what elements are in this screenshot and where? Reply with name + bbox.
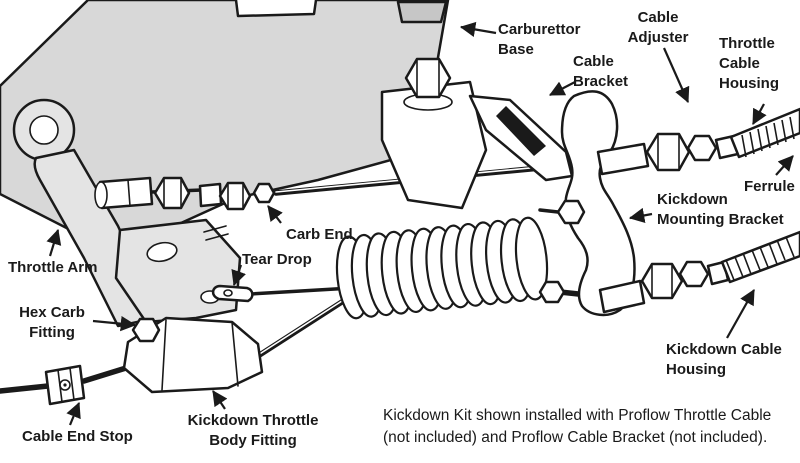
tear-drop-bracket-shape (114, 218, 242, 324)
label-cable-end-stop: Cable End Stop (22, 428, 133, 445)
throttle-cable-housing-shape (729, 107, 800, 159)
label-kickdown-mounting-bracket: Kickdown Mounting Bracket (657, 191, 784, 228)
carb-end-shape (94, 176, 276, 211)
caption: Kickdown Kit shown installed with Proflo… (383, 407, 772, 446)
label-cable-adjuster: Cable Adjuster (627, 9, 689, 46)
label-carb-end: Carb End (286, 226, 353, 243)
kickdown-cable-housing-shape (720, 230, 800, 284)
label-throttle-cable-housing: Throttle Cable Housing (719, 35, 779, 92)
spring-shape (335, 216, 549, 320)
label-ferrule: Ferrule (744, 178, 795, 195)
kickdown-body-fitting-shape (122, 316, 264, 394)
cable-end-stop-shape (0, 364, 129, 406)
tear-drop-shape (211, 284, 354, 303)
label-carburettor-base: Carburettor Base (498, 21, 581, 58)
label-tear-drop: Tear Drop (242, 251, 312, 268)
kickdown-adjuster-shape (598, 260, 730, 314)
label-throttle-arm: Throttle Arm (8, 259, 98, 276)
cable-bracket-shape (380, 57, 574, 210)
callout-arrows (46, 21, 794, 426)
hex-carb-fitting-shape (131, 317, 161, 343)
label-hex-carb-fitting: Hex Carb Fitting (19, 304, 85, 341)
label-kickdown-cable-housing: Kickdown Cable Housing (666, 341, 782, 378)
cable-adjuster-shape (596, 132, 718, 176)
label-cable-bracket: Cable Bracket (573, 53, 629, 90)
label-kickdown-throttle-body-fitting: Kickdown Throttle Body Fitting (187, 412, 319, 449)
spring-end-hex (538, 280, 566, 304)
